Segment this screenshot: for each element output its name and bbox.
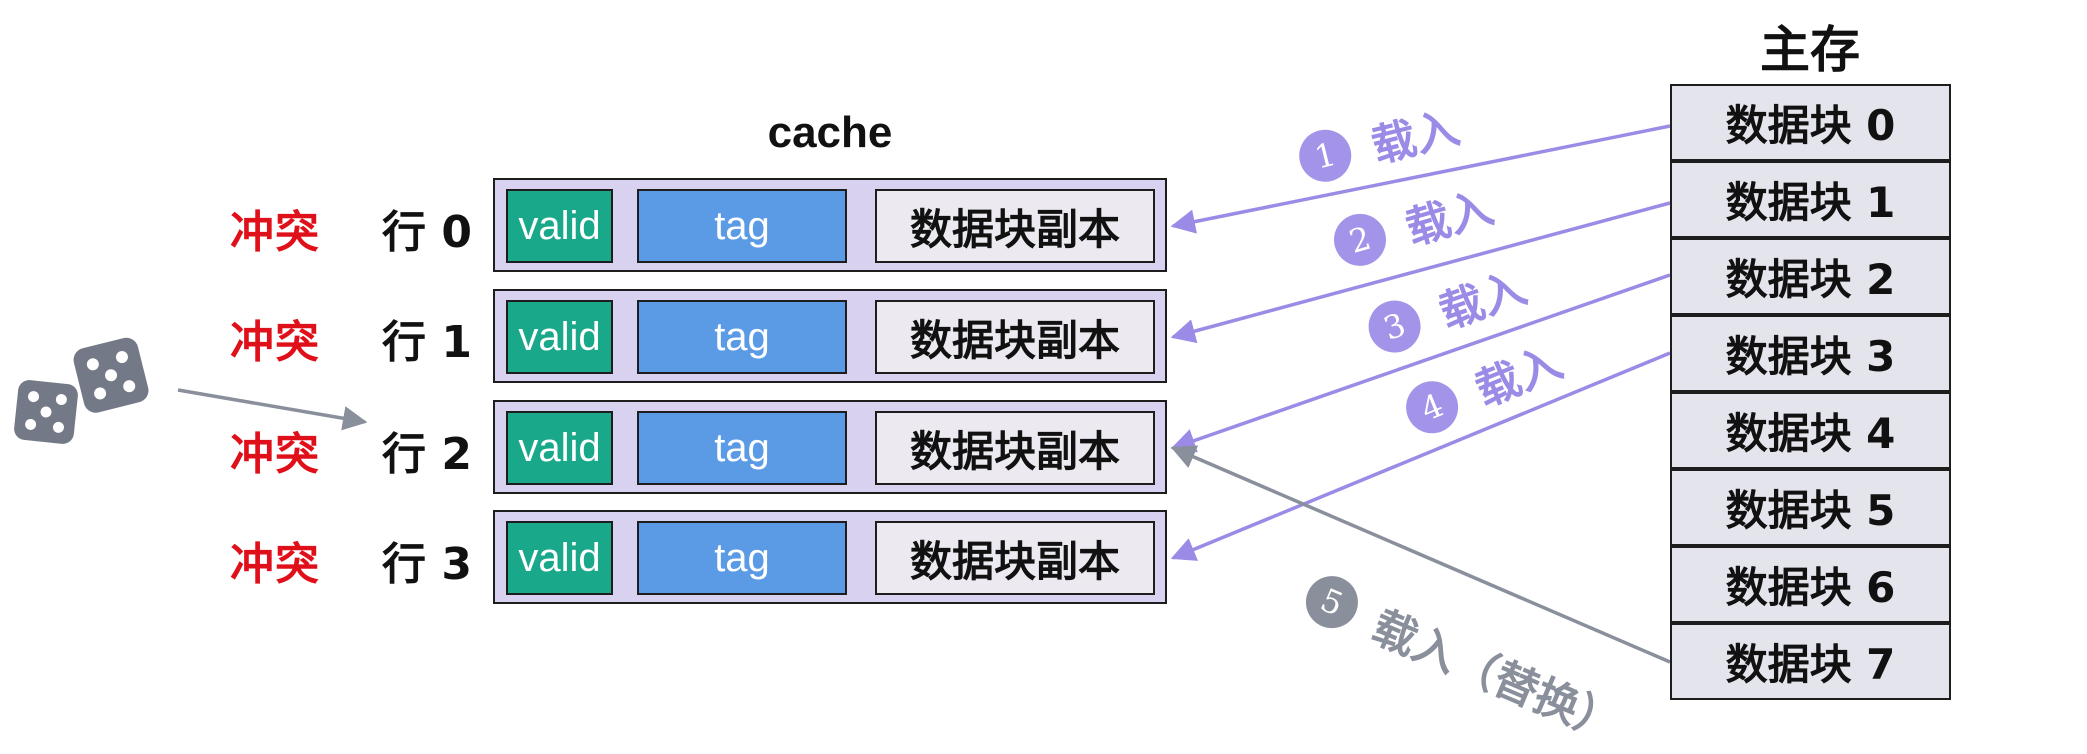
load-arrow-1 [1170,124,1671,234]
load-arrow-3 [1170,273,1671,453]
memory-block-7: 数据块 7 [1670,623,1951,700]
conflict-label-2: 冲突 [230,429,320,480]
valid-field: valid [506,189,613,263]
memory-block-1: 数据块 1 [1670,161,1951,238]
data-block-copy: 数据块副本 [875,189,1155,263]
step-number-1: 1 [1293,124,1357,188]
replace-arrow-5 [1170,445,1671,664]
cache-line-1: valid tag 数据块副本 [493,289,1167,383]
conflict-label-1: 冲突 [230,317,320,368]
main-memory-title: 主存 [1760,21,1860,79]
cache-line-0: valid tag 数据块副本 [493,178,1167,272]
random-select-arrow [177,388,368,431]
dice-icon [14,337,149,444]
tag-field: tag [637,300,847,374]
row-label-3: 行 3 [382,539,472,590]
data-block-copy: 数据块副本 [875,521,1155,595]
row-label-0: 行 0 [382,207,472,258]
conflict-label-3: 冲突 [230,539,320,590]
cache-title: cache [767,108,893,157]
memory-block-2: 数据块 2 [1670,238,1951,315]
cache-line-3: valid tag 数据块副本 [493,510,1167,604]
memory-block-6: 数据块 6 [1670,546,1951,623]
data-block-copy: 数据块副本 [875,300,1155,374]
valid-field: valid [506,411,613,485]
memory-block-4: 数据块 4 [1670,392,1951,469]
arrows-layer [14,124,1671,664]
load-arrow-2 [1170,201,1671,344]
load-arrow-4 [1170,351,1671,561]
tag-field: tag [637,189,847,263]
tag-field: tag [637,411,847,485]
memory-block-3: 数据块 3 [1670,315,1951,392]
memory-block-5: 数据块 5 [1670,469,1951,546]
data-block-copy: 数据块副本 [875,411,1155,485]
memory-block-0: 数据块 0 [1670,84,1951,161]
tag-field: tag [637,521,847,595]
valid-field: valid [506,521,613,595]
valid-field: valid [506,300,613,374]
row-label-2: 行 2 [382,429,472,480]
conflict-label-0: 冲突 [230,207,320,258]
row-label-1: 行 1 [382,317,472,368]
cache-line-2: valid tag 数据块副本 [493,400,1167,494]
